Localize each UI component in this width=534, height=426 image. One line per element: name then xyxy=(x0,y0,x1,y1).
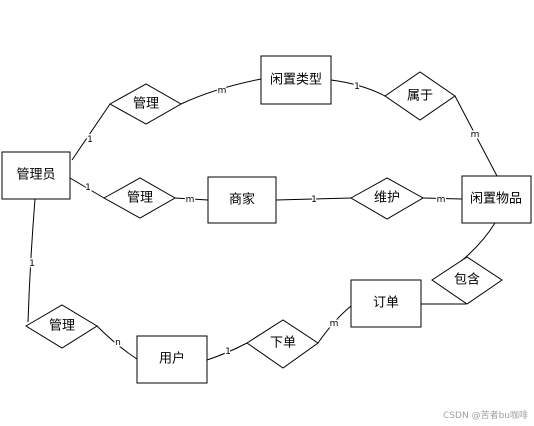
entity-label: 管理员 xyxy=(16,168,55,183)
entity-label: 用户 xyxy=(159,351,185,367)
entity-label: 订单 xyxy=(373,296,399,311)
relationship-maintain: 维护 xyxy=(349,177,425,220)
relationship-diamond xyxy=(246,319,319,369)
relationship-diamond xyxy=(349,177,425,220)
cardinality-order-place-order: m xyxy=(330,319,339,329)
edge-manage-merchant-merchant xyxy=(174,197,209,201)
relationship-contains: 包含 xyxy=(431,256,503,305)
edge-merchant-maintain xyxy=(275,197,352,201)
relationship-label: 管理 xyxy=(127,191,153,206)
relationship-label: 属于 xyxy=(407,89,433,104)
relationship-manage-user: 管理 xyxy=(25,304,98,349)
watermark-text: CSDN @苦者bu咖啡 xyxy=(443,409,528,421)
relationship-belongs-to: 属于 xyxy=(384,71,456,121)
relationship-label: 维护 xyxy=(374,191,400,206)
connections xyxy=(27,78,498,361)
relationship-label: 管理 xyxy=(49,319,75,334)
cardinality-admin-manage-type: 1 xyxy=(87,135,93,145)
cardinality-idle-type-belongs-to: 1 xyxy=(354,82,360,92)
entity-box xyxy=(461,175,532,224)
relationship-label: 下单 xyxy=(270,336,296,351)
entity-idle-item: 闲置物品 xyxy=(461,175,532,224)
entity-order: 订单 xyxy=(350,279,422,328)
edge-admin-manage-merchant xyxy=(69,177,105,199)
edge-place-order-user xyxy=(206,342,248,361)
edge-user-manage-user xyxy=(96,325,138,360)
entity-idle-type: 闲置类型 xyxy=(260,55,332,105)
edge-admin-manage-type xyxy=(71,103,111,161)
entity-box xyxy=(207,176,277,224)
cardinality-user-manage-user: n xyxy=(115,338,121,348)
edge-manage-type-idle-type xyxy=(180,78,262,105)
entity-user: 用户 xyxy=(136,335,208,384)
relationship-manage-type: 管理 xyxy=(108,83,183,125)
relationship-diamond xyxy=(108,83,183,125)
edge-maintain-idle-item xyxy=(422,197,463,200)
edge-idle-type-belongs-to xyxy=(330,79,386,97)
relationship-diamond xyxy=(102,177,177,219)
entity-box xyxy=(350,279,422,328)
cardinality-maintain-idle-item: m xyxy=(437,195,446,205)
cardinality-admin-manage-user: 1 xyxy=(29,259,35,269)
entity-label: 闲置物品 xyxy=(470,192,522,207)
relationship-diamond xyxy=(431,256,503,305)
entity-merchant: 商家 xyxy=(207,176,277,224)
entity-box xyxy=(260,55,332,105)
cardinality-merchant-maintain: 1 xyxy=(311,195,317,205)
relationship-label: 管理 xyxy=(133,97,159,112)
cardinality-manage-merchant-merchant: m xyxy=(186,195,195,205)
cardinality-labels: 1 m 1 m 1 m 1 m m 1 n 1 xyxy=(28,81,481,359)
entity-box xyxy=(1,151,71,200)
relationship-label: 包含 xyxy=(454,272,480,288)
entity-box xyxy=(136,335,208,384)
edge-order-place-order xyxy=(317,305,352,344)
cardinality-admin-manage-merchant: 1 xyxy=(85,183,91,193)
entity-label: 商家 xyxy=(229,192,255,208)
edge-admin-manage-user xyxy=(27,198,36,323)
relationship-place-order: 下单 xyxy=(246,319,319,369)
cardinality-manage-type-idle-type: m xyxy=(218,86,227,96)
edge-belongs-to-idle-item xyxy=(454,95,498,177)
cardinality-belongs-to-idle-item: m xyxy=(471,130,480,140)
relationship-diamond xyxy=(384,71,456,121)
entity-admin: 管理员 xyxy=(1,151,71,200)
relationship-manage-merchant: 管理 xyxy=(102,177,177,219)
entity-label: 闲置类型 xyxy=(270,73,322,88)
cardinality-place-order-user: 1 xyxy=(225,347,231,357)
relationship-diamond xyxy=(25,304,98,349)
